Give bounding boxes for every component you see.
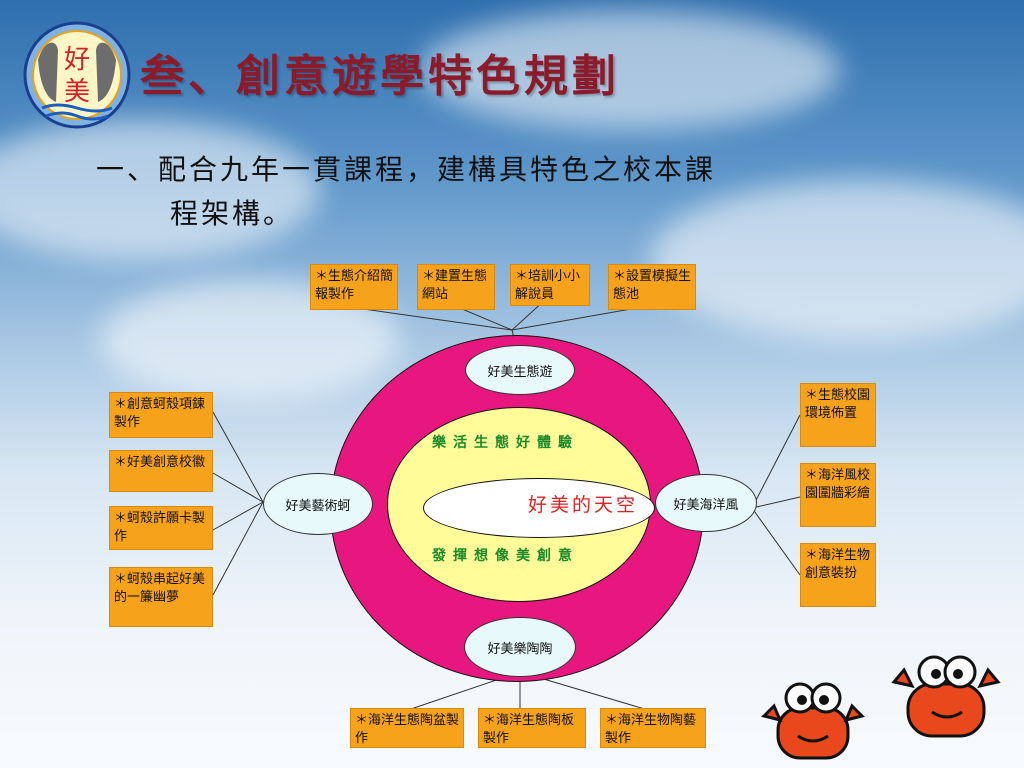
right-box-marine-costume: ＊海洋生物創意裝扮 — [800, 543, 876, 607]
left-box-school-badge: ＊好美創意校徽 — [109, 450, 213, 492]
node-art-oyster: 好美藝術蚵 — [263, 473, 373, 535]
right-box-campus-decor: ＊生態校園環境佈置 — [800, 383, 876, 447]
top-box-ecology-briefing: ＊生態介紹簡報製作 — [310, 264, 398, 310]
right-box-wall-painting: ＊海洋風校園圍牆彩繪 — [800, 463, 876, 527]
cloud — [420, 10, 840, 130]
top-box-guide-training: ＊培訓小小解說員 — [510, 264, 590, 306]
center-white-ellipse — [423, 478, 655, 538]
node-ecology-tour: 好美生態遊 — [465, 345, 575, 395]
bullet-text: 一、配合九年一貫課程，建構具特色之校本課 程架構。 — [96, 148, 896, 236]
logo-char-1: 好 — [64, 45, 90, 75]
school-logo: 好 美 — [23, 21, 131, 129]
logo-char-2: 美 — [64, 77, 90, 107]
left-box-oyster-curtain: ＊蚵殼串起好美的一簾幽夢 — [109, 567, 213, 627]
page-title: 叁、創意遊學特色規劃 — [140, 51, 620, 102]
node-pottery-fun: 好美樂陶陶 — [464, 617, 576, 677]
node-ocean-style: 好美海洋風 — [655, 474, 757, 532]
bullet-line-2: 程架構。 — [170, 197, 295, 230]
bottom-box-pottery-art: ＊海洋生物陶藝製作 — [600, 708, 706, 748]
bottom-box-pottery-pot: ＊海洋生態陶盆製作 — [350, 708, 464, 748]
cloud — [650, 180, 1024, 340]
crab-icon — [761, 682, 865, 760]
left-box-oyster-necklace: ＊創意蚵殼項鍊製作 — [109, 392, 213, 438]
crab-icon — [891, 655, 1001, 738]
center-title: 好美的天空 — [528, 494, 639, 516]
left-box-wish-card: ＊蚵殼許願卡製作 — [109, 506, 213, 550]
cloud — [0, 120, 320, 260]
bullet-line-1: 一、配合九年一貫課程，建構具特色之校本課 — [96, 153, 717, 186]
center-lower-text: 發揮想像美創意 — [432, 548, 579, 564]
center-upper-text: 樂活生態好體驗 — [432, 435, 579, 451]
bottom-box-pottery-plate: ＊海洋生態陶板製作 — [478, 708, 586, 748]
top-box-model-pond: ＊設置模擬生態池 — [608, 264, 696, 310]
top-box-ecology-website: ＊建置生態網站 — [417, 264, 495, 310]
